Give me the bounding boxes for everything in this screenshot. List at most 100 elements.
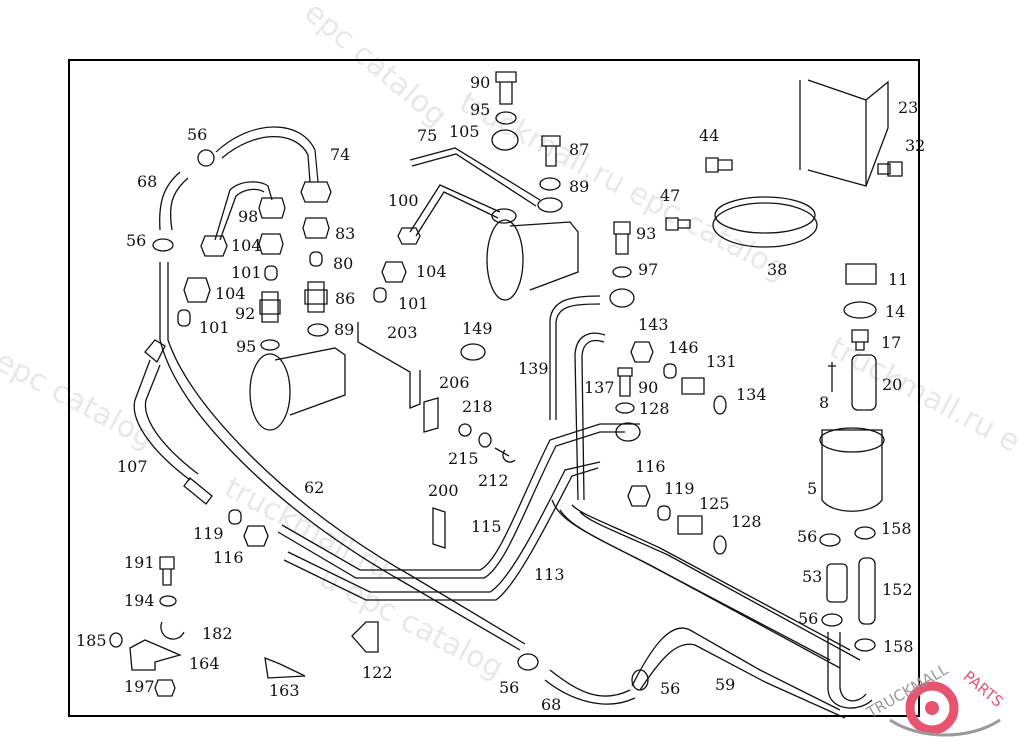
- washer-89: [307, 323, 329, 337]
- clamp-158-r1: [854, 526, 876, 540]
- callout-56[interactable]: 56: [798, 609, 819, 628]
- callout-93[interactable]: 93: [636, 224, 657, 243]
- callout-163[interactable]: 163: [269, 681, 300, 700]
- callout-14[interactable]: 14: [885, 302, 906, 321]
- callout-139[interactable]: 139: [518, 359, 549, 378]
- pipe-113: [287, 461, 601, 593]
- line-100: [409, 184, 501, 237]
- callout-149[interactable]: 149: [462, 319, 493, 338]
- callout-185[interactable]: 185: [76, 631, 107, 650]
- callout-68[interactable]: 68: [541, 695, 562, 714]
- line-139: [549, 295, 601, 420]
- callout-62[interactable]: 62: [304, 478, 325, 497]
- callout-8[interactable]: 8: [819, 393, 830, 412]
- callout-90[interactable]: 90: [470, 73, 491, 92]
- pump-left-body: [274, 347, 346, 416]
- callout-83[interactable]: 83: [335, 224, 356, 243]
- callout-86[interactable]: 86: [335, 289, 356, 308]
- callout-113[interactable]: 113: [534, 565, 565, 584]
- callout-158[interactable]: 158: [881, 519, 912, 538]
- callout-212[interactable]: 212: [478, 471, 509, 490]
- callout-131[interactable]: 131: [706, 352, 737, 371]
- sleeve-80: [309, 251, 323, 267]
- callout-74[interactable]: 74: [330, 145, 351, 164]
- callout-128[interactable]: 128: [639, 399, 670, 418]
- callout-97[interactable]: 97: [638, 260, 659, 279]
- callout-98[interactable]: 98: [238, 207, 259, 226]
- callout-32[interactable]: 32: [905, 136, 926, 155]
- callout-95[interactable]: 95: [470, 100, 491, 119]
- washer-185: [109, 632, 123, 648]
- nut-100: [397, 227, 421, 245]
- callout-11[interactable]: 11: [888, 270, 909, 289]
- fitting-107-bottom: [183, 477, 213, 505]
- callout-164[interactable]: 164: [189, 654, 220, 673]
- callout-125[interactable]: 125: [699, 494, 730, 513]
- callout-23[interactable]: 23: [898, 98, 919, 117]
- callout-104[interactable]: 104: [215, 284, 246, 303]
- callout-38[interactable]: 38: [767, 260, 788, 279]
- callout-56[interactable]: 56: [660, 679, 681, 698]
- callout-100[interactable]: 100: [388, 191, 419, 210]
- callout-182[interactable]: 182: [202, 624, 233, 643]
- plate-200: [432, 507, 446, 549]
- callout-44[interactable]: 44: [699, 126, 720, 145]
- callout-119[interactable]: 119: [193, 524, 224, 543]
- callout-56[interactable]: 56: [797, 527, 818, 546]
- callout-191[interactable]: 191: [124, 553, 155, 572]
- callout-218[interactable]: 218: [462, 397, 493, 416]
- callout-101[interactable]: 101: [199, 318, 230, 337]
- callout-87[interactable]: 87: [569, 140, 590, 159]
- callout-59[interactable]: 59: [715, 675, 736, 694]
- callout-197[interactable]: 197: [124, 677, 155, 696]
- callout-122[interactable]: 122: [362, 663, 393, 682]
- callout-56[interactable]: 56: [187, 125, 208, 144]
- banjo-105: [491, 129, 519, 151]
- callout-194[interactable]: 194: [124, 591, 155, 610]
- callout-206[interactable]: 206: [439, 373, 470, 392]
- callout-134[interactable]: 134: [736, 385, 767, 404]
- callout-56[interactable]: 56: [126, 231, 147, 250]
- callout-5[interactable]: 5: [807, 479, 818, 498]
- callout-116[interactable]: 116: [213, 548, 244, 567]
- callout-119[interactable]: 119: [664, 479, 695, 498]
- callout-92[interactable]: 92: [235, 304, 256, 323]
- callout-104[interactable]: 104: [231, 236, 262, 255]
- callout-104[interactable]: 104: [416, 262, 447, 281]
- callout-105[interactable]: 105: [449, 122, 480, 141]
- callout-152[interactable]: 152: [882, 580, 913, 599]
- nut-143: [630, 341, 654, 363]
- callout-17[interactable]: 17: [881, 333, 902, 352]
- callout-90[interactable]: 90: [638, 378, 659, 397]
- callout-115[interactable]: 115: [471, 517, 502, 536]
- return-loop: [827, 632, 873, 709]
- callout-89[interactable]: 89: [569, 177, 590, 196]
- line-return-3: [571, 504, 851, 651]
- nut-104b: [258, 233, 284, 255]
- callout-56[interactable]: 56: [499, 678, 520, 697]
- bolt-47: [665, 217, 691, 231]
- callout-89[interactable]: 89: [334, 320, 355, 339]
- callout-101[interactable]: 101: [231, 263, 262, 282]
- callout-215[interactable]: 215: [448, 449, 479, 468]
- callout-116[interactable]: 116: [635, 457, 666, 476]
- callout-203[interactable]: 203: [387, 323, 418, 342]
- callout-146[interactable]: 146: [668, 338, 699, 357]
- callout-68[interactable]: 68: [137, 172, 158, 191]
- callout-101[interactable]: 101: [398, 294, 429, 313]
- callout-80[interactable]: 80: [333, 254, 354, 273]
- bolt-93: [613, 221, 631, 255]
- callout-200[interactable]: 200: [428, 481, 459, 500]
- callout-137[interactable]: 137: [584, 378, 615, 397]
- callout-128[interactable]: 128: [731, 512, 762, 531]
- callout-95[interactable]: 95: [236, 337, 257, 356]
- callout-158[interactable]: 158: [883, 637, 914, 656]
- callout-107[interactable]: 107: [117, 457, 148, 476]
- callout-143[interactable]: 143: [638, 315, 669, 334]
- callout-20[interactable]: 20: [882, 375, 903, 394]
- grommet-122: [351, 621, 379, 653]
- callout-47[interactable]: 47: [660, 186, 681, 205]
- hose-74: [215, 126, 319, 183]
- callout-53[interactable]: 53: [802, 567, 823, 586]
- callout-75[interactable]: 75: [417, 126, 438, 145]
